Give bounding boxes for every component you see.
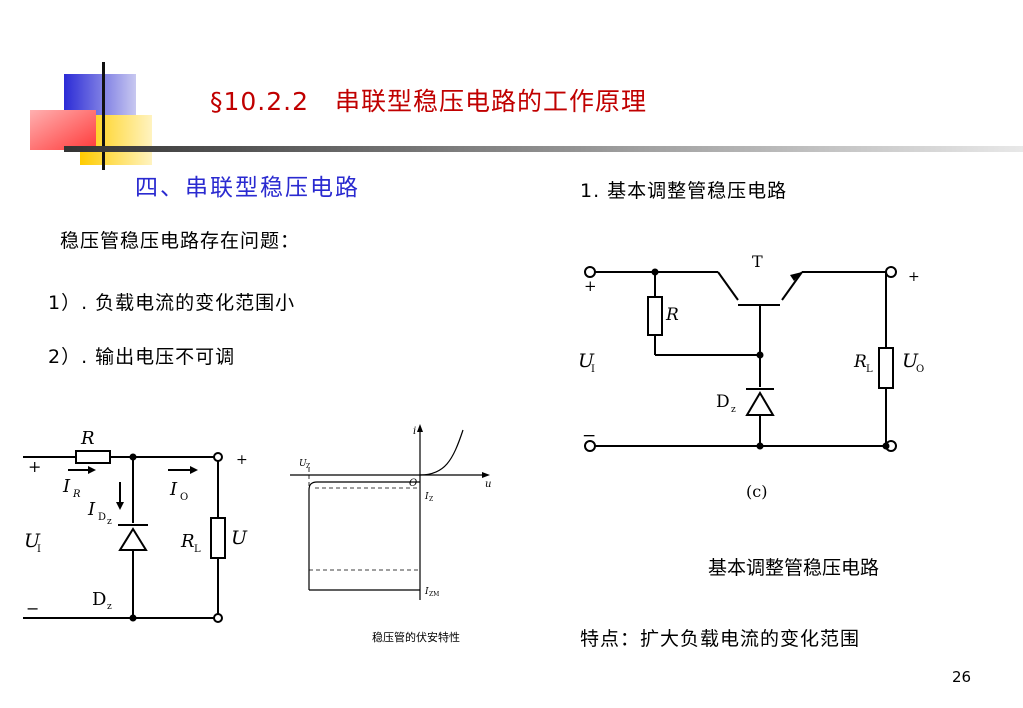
- problem-item-1: 1）. 负载电流的变化范围小: [48, 292, 296, 314]
- label-UI-right-sub: I: [591, 364, 595, 375]
- label-Dz: D: [92, 589, 106, 610]
- label-Dz-sub: z: [107, 602, 112, 612]
- label-plus-right: +: [236, 452, 248, 468]
- label-RL-sub: L: [194, 544, 201, 555]
- label-IDz-sub2: z: [107, 517, 112, 527]
- iv-label-O: O: [409, 478, 417, 489]
- label-Dz-right-sub: z: [731, 405, 736, 415]
- label-RL-right-sub: L: [866, 364, 873, 375]
- problem-intro: 稳压管稳压电路存在问题：: [60, 230, 301, 252]
- slide-title: §10.2.2 串联型稳压电路的工作原理: [210, 87, 648, 116]
- iv-label-UZ: U: [299, 459, 307, 469]
- label-UO-sub: O: [916, 364, 924, 375]
- right-circuit-caption: 基本调整管稳压电路: [708, 557, 880, 579]
- iv-label-UZ-sub: Z: [306, 463, 310, 470]
- label-minus-right: −: [582, 426, 596, 446]
- decorative-corner: [30, 62, 1023, 170]
- label-UI-sub: I: [37, 544, 41, 555]
- label-RL-right: R: [853, 352, 867, 372]
- iv-label-IZM-sub: ZM: [429, 591, 439, 598]
- label-IR: I: [62, 476, 71, 497]
- label-plus-left: +: [584, 277, 597, 295]
- page-number: 26: [952, 668, 972, 686]
- label-U: U: [231, 527, 248, 549]
- label-R-right: R: [665, 305, 679, 325]
- label-plus-out: +: [908, 269, 920, 285]
- iv-label-IZM: I: [424, 587, 429, 597]
- label-RL: R: [180, 531, 195, 552]
- iv-label-i: i: [413, 426, 416, 437]
- problem-item-2: 2）. 输出电压不可调: [48, 346, 236, 368]
- feature-text: 特点：扩大负载电流的变化范围: [580, 628, 861, 650]
- label-T: T: [752, 252, 763, 271]
- zener-regulator-circuit: R + + I R I D z I O U I R L U D z −: [23, 428, 248, 623]
- right-heading: 1. 基本调整管稳压电路: [580, 180, 788, 202]
- iv-label-IZ: I: [424, 492, 429, 502]
- label-c: (c): [746, 482, 767, 500]
- label-minus: −: [26, 599, 39, 618]
- label-UI-right: U: [578, 350, 595, 372]
- label-IDz: I: [87, 499, 96, 520]
- label-UI: U: [24, 530, 41, 552]
- iv-label-u: u: [485, 479, 491, 490]
- section-subtitle: 四、串联型稳压电路: [135, 175, 360, 201]
- iv-curve-caption: 稳压管的伏安特性: [372, 631, 460, 644]
- label-plus: +: [28, 457, 41, 476]
- label-IR-sub: R: [72, 489, 81, 500]
- label-Dz-right: D: [716, 392, 730, 412]
- iv-label-IZ-sub: Z: [429, 496, 433, 503]
- basic-pass-transistor-circuit: T R + + U I R L U O D z − (c): [578, 252, 924, 500]
- label-UO: U: [902, 350, 919, 372]
- label-IDz-sub: D: [98, 512, 106, 523]
- label-IO: I: [169, 479, 178, 500]
- zener-iv-curve: i u U Z O I Z I ZM: [290, 424, 491, 600]
- label-R: R: [80, 428, 95, 449]
- label-IO-sub: O: [180, 492, 188, 503]
